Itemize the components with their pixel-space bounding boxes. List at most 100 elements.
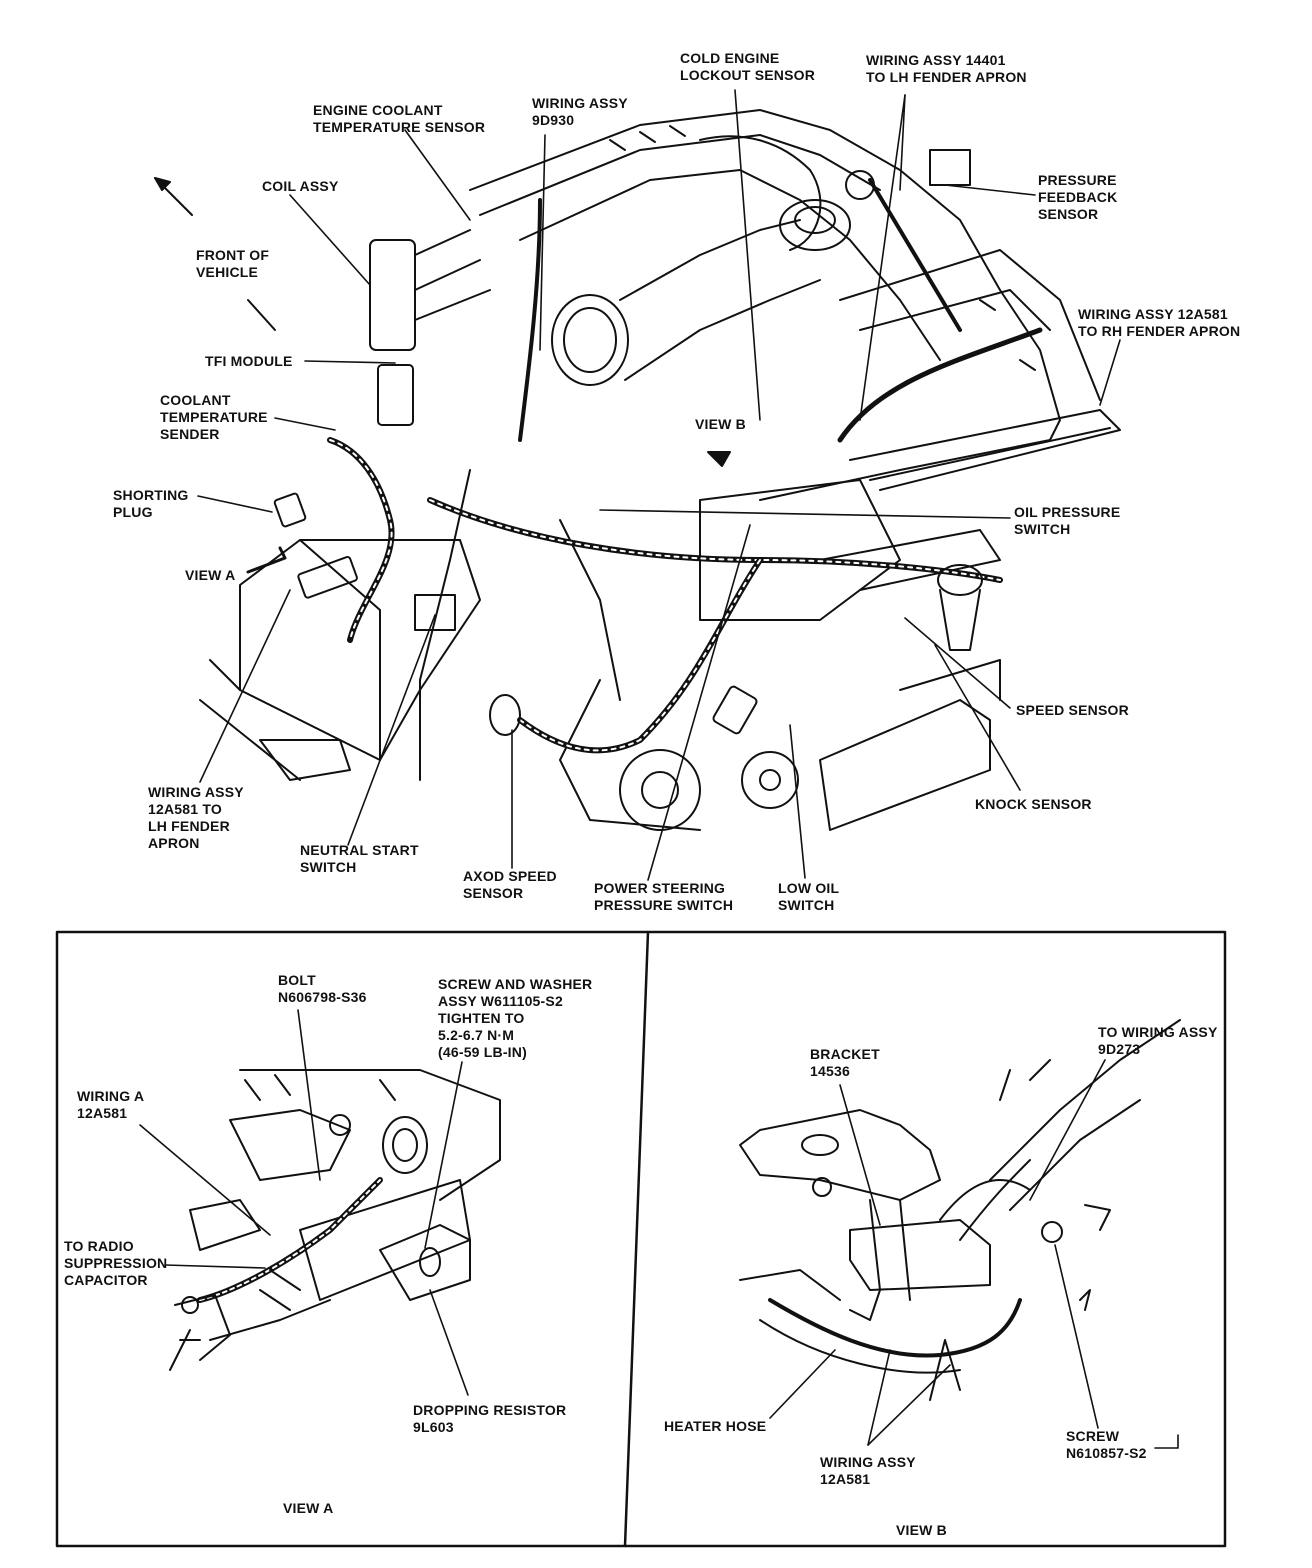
label-line: TIGHTEN TO	[438, 1010, 525, 1026]
label-line: TO WIRING ASSY	[1098, 1024, 1218, 1040]
label-line: OIL PRESSURE	[1014, 504, 1121, 520]
label-line: VEHICLE	[196, 264, 259, 280]
label-line: N606798-S36	[278, 989, 367, 1005]
label-line: ENGINE COOLANT	[313, 102, 443, 118]
label-knock-sensor: KNOCK SENSOR	[975, 796, 1092, 813]
label-line: VIEW B	[695, 416, 746, 432]
main-leader-lines	[197, 89, 1121, 881]
label-line: TFI MODULE	[205, 353, 293, 369]
label-line: ASSY W611105-S2	[438, 993, 563, 1009]
label-line: TEMPERATURE SENSOR	[313, 119, 486, 135]
label-speed-sensor: SPEED SENSOR	[1016, 702, 1129, 719]
label-line: WIRING ASSY	[532, 95, 628, 111]
label-wiring-assy-14401: WIRING ASSY 14401 TO LH FENDER APRON	[866, 52, 1027, 86]
label-line: FRONT OF	[196, 247, 270, 263]
label-wiring-assy-12a581-view-b: WIRING ASSY 12A581	[820, 1454, 916, 1488]
label-line: TO RADIO	[64, 1238, 134, 1254]
main-engine-illustration	[199, 109, 1121, 831]
label-line: N610857-S2	[1066, 1445, 1147, 1461]
label-heater-hose: HEATER HOSE	[664, 1418, 766, 1435]
label-line: APRON	[148, 835, 200, 851]
label-line: SPEED SENSOR	[1016, 702, 1129, 718]
label-line: COLD ENGINE	[680, 50, 780, 66]
label-line: SENDER	[160, 426, 220, 442]
view-a-frame	[55, 930, 1227, 1548]
view-b-illustration	[739, 1019, 1181, 1401]
label-line: 12A581	[820, 1471, 871, 1487]
label-line: WIRING ASSY	[820, 1454, 916, 1470]
label-line: LOCKOUT SENSOR	[680, 67, 816, 83]
label-wiring-assy-9d930: WIRING ASSY 9D930	[532, 95, 628, 129]
label-line: COOLANT	[160, 392, 231, 408]
label-screw: SCREW N610857-S2	[1066, 1428, 1147, 1462]
label-line: PRESSURE	[1038, 172, 1117, 188]
label-shorting-plug: SHORTING PLUG	[113, 487, 189, 521]
label-power-steering-pressure-switch: POWER STEERING PRESSURE SWITCH	[594, 880, 733, 914]
label-oil-pressure-switch: OIL PRESSURE SWITCH	[1014, 504, 1120, 538]
label-line: CAPACITOR	[64, 1272, 148, 1288]
label-coolant-temperature-sender: COOLANT TEMPERATURE SENDER	[160, 392, 268, 443]
label-line: WIRING ASSY	[148, 784, 244, 800]
label-line: SCREW	[1066, 1428, 1120, 1444]
label-pressure-feedback-sensor: PRESSURE FEEDBACK SENSOR	[1038, 172, 1117, 223]
label-dropping-resistor: DROPPING RESISTOR 9L603	[413, 1402, 566, 1436]
label-line: TO LH FENDER APRON	[866, 69, 1027, 85]
label-line: SCREW AND WASHER	[438, 976, 593, 992]
label-line: SWITCH	[1014, 521, 1071, 537]
label-line: 14536	[810, 1063, 850, 1079]
label-bolt: BOLT N606798-S36	[278, 972, 367, 1006]
label-line: (46-59 LB-IN)	[438, 1044, 527, 1060]
label-line: SENSOR	[1038, 206, 1099, 222]
label-wiring-assy-12a581-rh: WIRING ASSY 12A581 TO RH FENDER APRON	[1078, 306, 1240, 340]
label-line: PRESSURE SWITCH	[594, 897, 734, 913]
label-line: VIEW A	[185, 567, 236, 583]
label-tfi-module: TFI MODULE	[205, 353, 293, 370]
label-wiring-assy-12a581-lh: WIRING ASSY 12A581 TO LH FENDER APRON	[148, 784, 244, 852]
label-low-oil-switch: LOW OIL SWITCH	[778, 880, 839, 914]
label-line: SHORTING	[113, 487, 189, 503]
label-coil-assy: COIL ASSY	[262, 178, 338, 195]
label-line: BRACKET	[810, 1046, 880, 1062]
panel-divider	[623, 930, 650, 1548]
label-to-wiring-assy-9d273: TO WIRING ASSY 9D273	[1098, 1024, 1217, 1058]
label-axod-speed-sensor: AXOD SPEED SENSOR	[463, 868, 557, 902]
label-to-radio-suppression-capacitor: TO RADIO SUPPRESSION CAPACITOR	[64, 1238, 167, 1289]
label-line: TEMPERATURE	[160, 409, 268, 425]
view-markers	[246, 451, 731, 574]
label-line: NEUTRAL START	[300, 842, 419, 858]
label-line: LOW OIL	[778, 880, 840, 896]
label-line: FEEDBACK	[1038, 189, 1118, 205]
label-line: COIL ASSY	[262, 178, 339, 194]
label-line: 9D930	[532, 112, 575, 128]
label-engine-coolant-temperature-sensor: ENGINE COOLANT TEMPERATURE SENSOR	[313, 102, 485, 136]
view-a-caption: VIEW A	[283, 1500, 334, 1516]
label-line: SENSOR	[463, 885, 524, 901]
label-line: DROPPING RESISTOR	[413, 1402, 567, 1418]
label-neutral-start-switch: NEUTRAL START SWITCH	[300, 842, 419, 876]
view-b-caption: VIEW B	[896, 1522, 947, 1538]
label-line: 9D273	[1098, 1041, 1141, 1057]
label-wiring-a: WIRING A 12A581	[77, 1088, 144, 1122]
label-line: PLUG	[113, 504, 153, 520]
label-screw-and-washer: SCREW AND WASHER ASSY W611105-S2 TIGHTEN…	[438, 976, 592, 1061]
label-line: HEATER HOSE	[664, 1418, 767, 1434]
label-line: SUPPRESSION	[64, 1255, 168, 1271]
label-line: TO RH FENDER APRON	[1078, 323, 1241, 339]
view-a-illustration	[169, 1069, 501, 1371]
label-line: 12A581	[77, 1105, 128, 1121]
label-bracket: BRACKET 14536	[810, 1046, 880, 1080]
label-line: AXOD SPEED	[463, 868, 557, 884]
label-line: WIRING ASSY 12A581	[1078, 306, 1228, 322]
label-cold-engine-lockout-sensor: COLD ENGINE LOCKOUT SENSOR	[680, 50, 815, 84]
front-arrow	[154, 177, 276, 331]
label-front-of-vehicle: FRONT OF VEHICLE	[196, 247, 269, 281]
label-line: POWER STEERING	[594, 880, 726, 896]
label-line: 12A581 TO	[148, 801, 222, 817]
label-view-b-marker: VIEW B	[695, 416, 746, 433]
label-line: SWITCH	[778, 897, 835, 913]
view-a-leader-lines	[139, 1009, 469, 1396]
label-line: LH FENDER	[148, 818, 230, 834]
label-line: BOLT	[278, 972, 316, 988]
label-line: WIRING A	[77, 1088, 145, 1104]
